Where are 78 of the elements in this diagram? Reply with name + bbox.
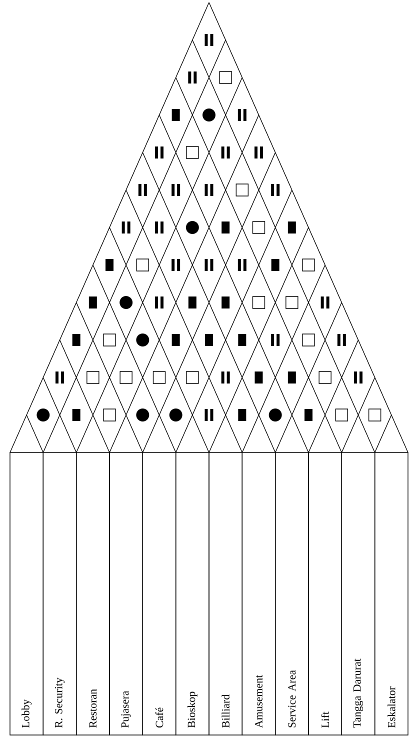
open-square xyxy=(236,184,249,196)
double-bar-symbol xyxy=(271,184,280,196)
double-bar-symbol xyxy=(354,372,362,384)
double-bar-symbol xyxy=(238,109,246,121)
filled-bar xyxy=(172,109,180,121)
double-bar-symbol xyxy=(204,409,214,421)
filled-bar xyxy=(238,334,246,346)
open-square xyxy=(103,408,116,422)
open-square xyxy=(120,371,132,384)
open-square xyxy=(186,371,199,384)
filled-dot xyxy=(36,408,50,422)
room-column: Amusement xyxy=(242,452,276,736)
double-bar-symbol xyxy=(56,372,64,384)
open-square xyxy=(86,371,100,384)
open-square xyxy=(219,71,232,84)
filled-bar xyxy=(172,334,180,346)
room-column: Eskalator xyxy=(374,452,408,736)
filled-bar xyxy=(205,334,213,346)
open-square xyxy=(286,296,298,309)
room-column: Pujasera xyxy=(109,452,143,736)
filled-bar xyxy=(304,409,312,421)
open-square xyxy=(103,334,116,346)
room-column: Service Area xyxy=(274,452,309,736)
double-bar-symbol xyxy=(337,334,346,346)
filled-bar xyxy=(88,296,97,308)
filled-dot xyxy=(169,408,182,422)
double-bar-symbol xyxy=(221,372,230,384)
double-bar-symbol xyxy=(138,184,147,196)
room-column: Lift xyxy=(308,452,342,736)
double-bar-symbol xyxy=(188,72,197,84)
filled-dot xyxy=(136,334,150,346)
double-bar-symbol xyxy=(155,222,164,234)
filled-dot xyxy=(268,408,282,422)
open-square xyxy=(368,408,382,422)
filled-bar xyxy=(222,296,230,308)
room-column: R. Security xyxy=(42,452,77,736)
filled-bar xyxy=(72,409,80,421)
filled-bar xyxy=(188,296,196,308)
open-square xyxy=(252,296,266,309)
double-bar-symbol xyxy=(271,334,280,346)
double-bar-symbol xyxy=(172,259,180,271)
double-bar-symbol xyxy=(204,184,214,196)
open-square xyxy=(302,334,315,346)
filled-dot xyxy=(202,108,216,122)
room-column: Café xyxy=(142,452,176,736)
room-column: Tangga Darurat xyxy=(341,452,376,736)
double-bar-symbol xyxy=(238,259,246,271)
room-column: Billiard xyxy=(208,452,242,736)
filled-dot xyxy=(186,221,199,234)
open-square xyxy=(335,408,348,422)
open-square xyxy=(302,258,315,272)
filled-dot xyxy=(136,408,150,422)
open-square xyxy=(186,146,199,159)
double-bar-symbol xyxy=(122,222,130,234)
filled-dot xyxy=(120,296,133,309)
double-bar-symbol xyxy=(172,184,180,196)
double-bar-symbol xyxy=(155,296,164,308)
open-square xyxy=(318,371,332,384)
room-column: Lobby xyxy=(10,452,44,736)
filled-bar xyxy=(106,259,114,271)
filled-bar xyxy=(288,372,296,384)
open-square xyxy=(136,258,150,272)
open-square xyxy=(252,221,266,234)
room-column: Restoran xyxy=(76,452,110,736)
open-square xyxy=(152,371,166,384)
double-bar-symbol xyxy=(221,146,230,158)
filled-bar xyxy=(288,222,296,234)
double-bar-symbol xyxy=(204,34,214,46)
filled-bar xyxy=(238,409,246,421)
filled-bar xyxy=(254,372,263,384)
double-bar-symbol xyxy=(320,296,330,308)
room-column: Bioskop xyxy=(175,452,210,736)
filled-bar xyxy=(271,259,280,271)
double-bar-symbol xyxy=(204,259,214,271)
filled-bar xyxy=(72,334,80,346)
filled-bar xyxy=(222,222,230,234)
double-bar-symbol xyxy=(155,146,164,158)
double-bar-symbol xyxy=(254,146,263,158)
